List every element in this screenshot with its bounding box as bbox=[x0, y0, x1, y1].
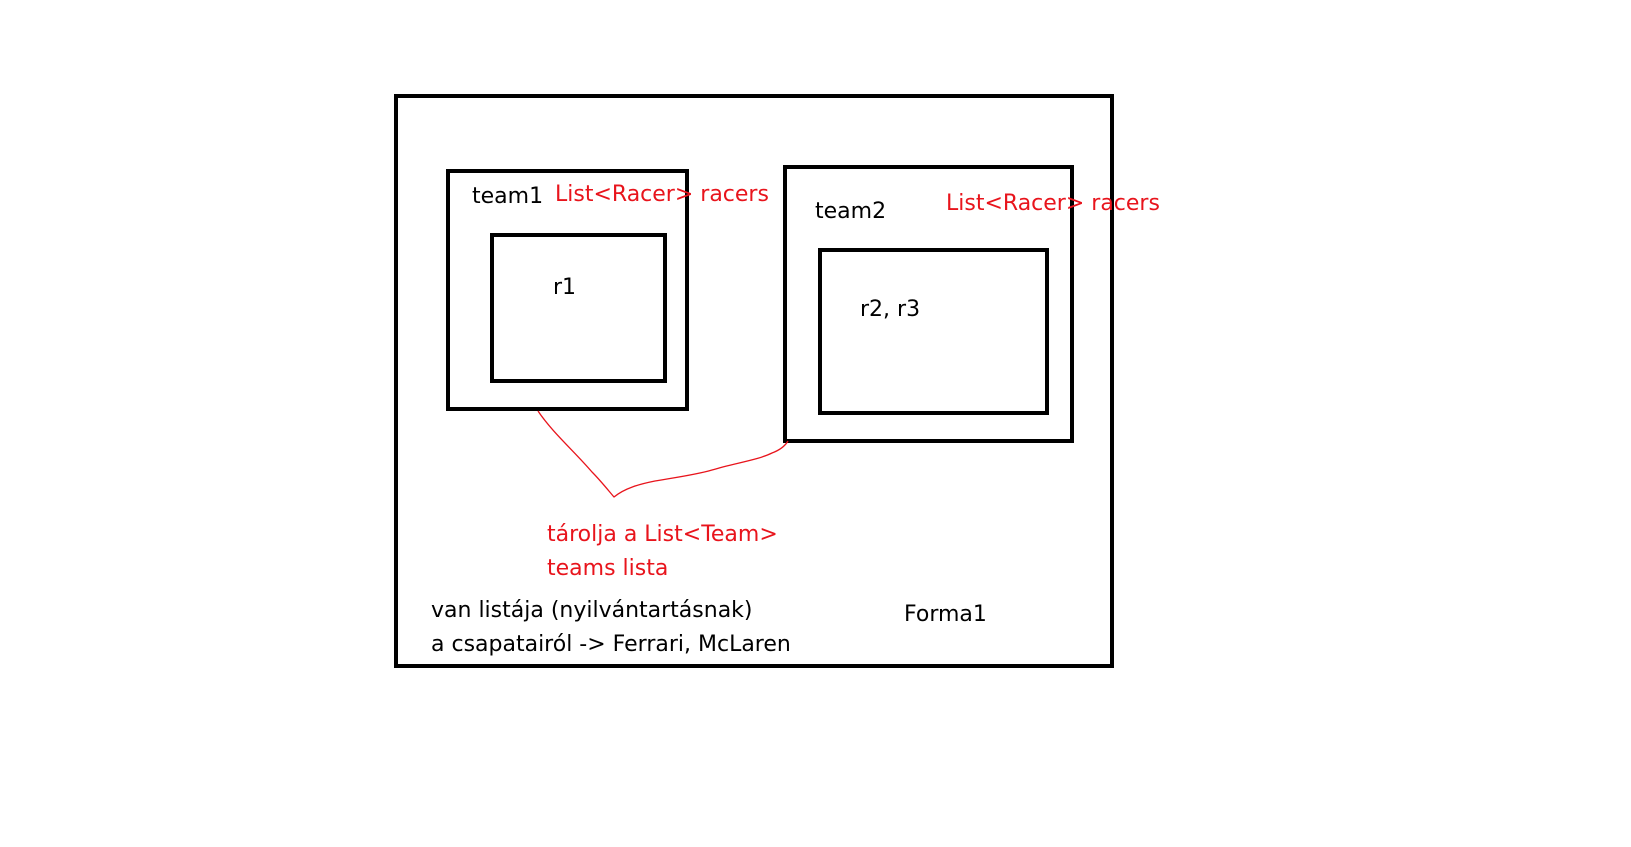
forma1-label: Forma1 bbox=[904, 602, 987, 627]
team2-box bbox=[783, 165, 1074, 443]
team1-racers-list-label: List<Racer> racers bbox=[555, 182, 769, 207]
team2-racers-list-label: List<Racer> racers bbox=[946, 191, 1160, 216]
team1-racers-box bbox=[490, 233, 667, 383]
forma1-box bbox=[394, 94, 1114, 668]
team2-label: team2 bbox=[815, 199, 887, 224]
forma1-note-line1: van listája (nyilvántartásnak) bbox=[431, 598, 753, 623]
teams-annotation-line2: teams lista bbox=[547, 556, 669, 581]
team1-box bbox=[446, 169, 689, 411]
team1-racer-r1: r1 bbox=[553, 275, 577, 300]
team2-racers-box bbox=[818, 248, 1049, 415]
team2-racers-r2-r3: r2, r3 bbox=[860, 297, 921, 322]
team1-label: team1 bbox=[472, 184, 544, 209]
teams-annotation-line1: tárolja a List<Team> bbox=[547, 522, 778, 547]
forma1-note-line2: a csapatairól -> Ferrari, McLaren bbox=[431, 632, 791, 657]
